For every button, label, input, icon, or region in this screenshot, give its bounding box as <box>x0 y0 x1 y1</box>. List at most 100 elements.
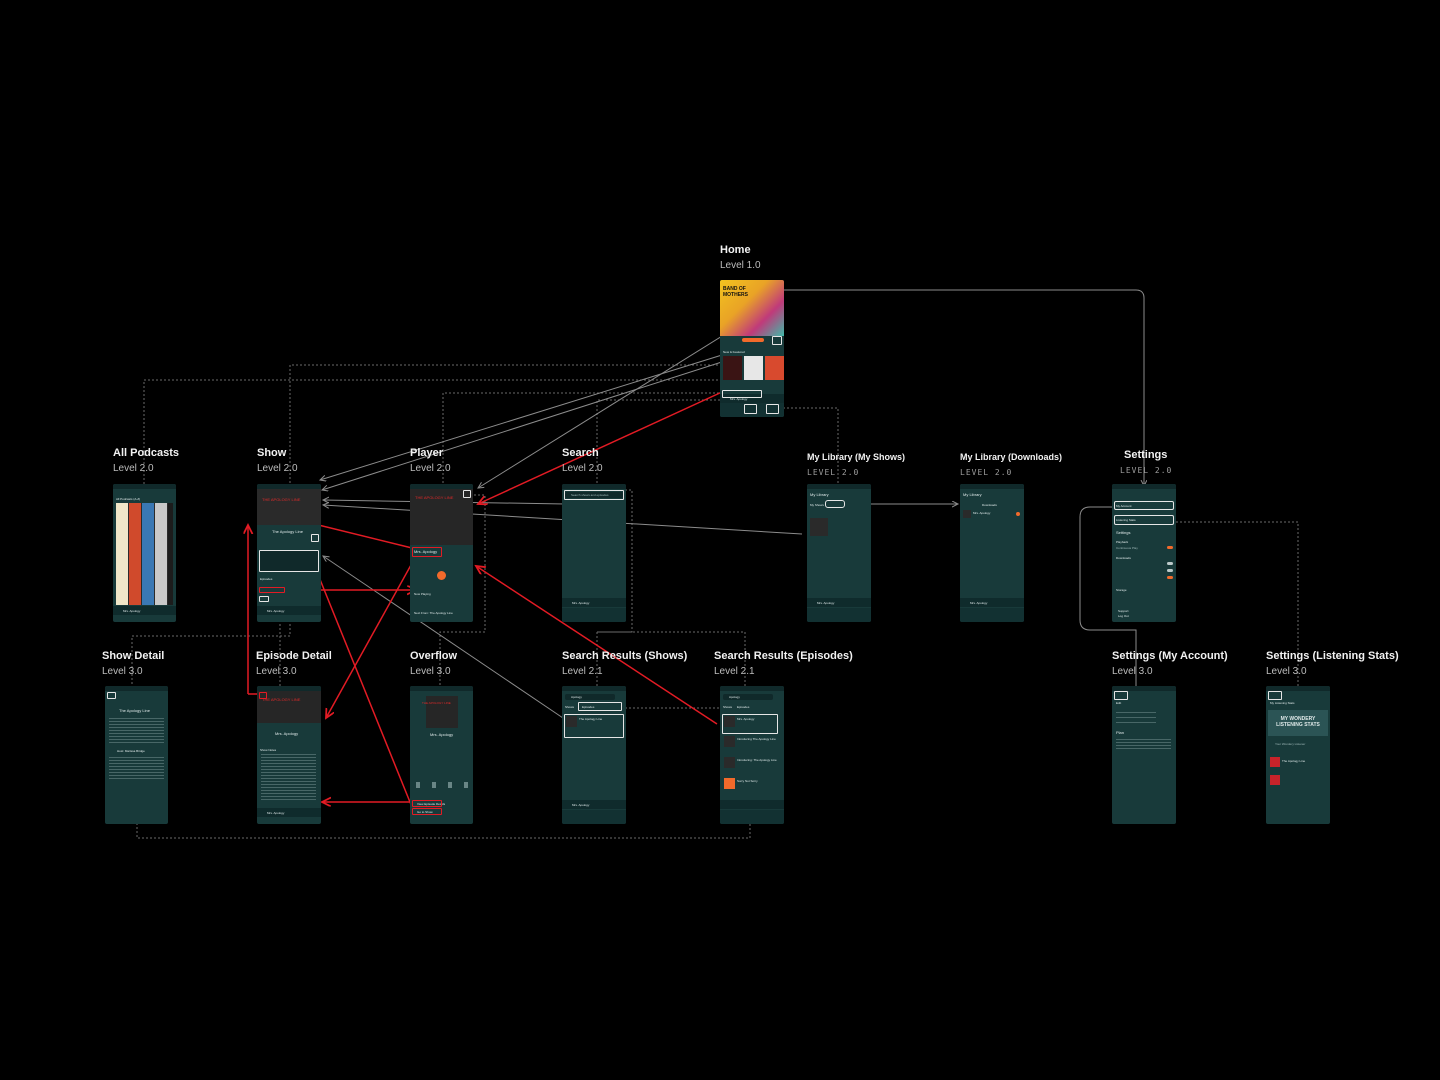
episode-result-title[interactable]: Introducing: The Apology Line <box>737 758 777 762</box>
node-search-results-shows: Search Results (Shows) Level 2.1 <box>562 650 687 678</box>
screen-my-library-downloads[interactable]: My Library Downloads Mrs. Apology Mrs. A… <box>960 484 1024 622</box>
player-next-from: Next From: The Apology Line <box>414 611 453 615</box>
highlight-library-tab <box>766 404 779 414</box>
player-cover-title: THE APOLOGY LINE <box>415 496 453 500</box>
highlight-show-detail-link <box>259 596 269 602</box>
node-title: All Podcasts <box>113 447 179 460</box>
downloads-episode-thumb <box>963 510 971 518</box>
screen-overflow[interactable]: THE APOLOGY LINE Mrs. Apology View Episo… <box>410 686 473 824</box>
home-show-tile[interactable] <box>723 356 742 380</box>
screen-player[interactable]: THE APOLOGY LINE Mrs. Apology Now Playin… <box>410 484 473 622</box>
home-show-tile[interactable] <box>765 356 784 380</box>
home-show-tile[interactable] <box>744 356 763 380</box>
screen-search[interactable]: Search shows and episodes Mrs. Apology <box>562 484 626 622</box>
screen-settings-listening-stats[interactable]: My Listening Stats MY WONDERY LISTENING … <box>1266 686 1330 824</box>
episode-result-title[interactable]: Sorry Not Sorry <box>737 779 758 783</box>
overflow-action-icons[interactable] <box>416 782 468 788</box>
stats-banner-title: MY WONDERY LISTENING STATS <box>1269 716 1327 728</box>
status-bar <box>410 686 473 691</box>
continuous-play-toggle[interactable] <box>1167 546 1173 549</box>
connector-home-show-a <box>320 355 722 480</box>
home-cta-button[interactable] <box>742 338 764 342</box>
results-ep-tab-bar[interactable] <box>720 810 784 824</box>
red-flow-player-episode <box>326 556 416 718</box>
podcast-grid[interactable] <box>116 503 173 605</box>
library-show-tile[interactable] <box>810 518 828 536</box>
highlight-back-button <box>107 692 116 699</box>
results-tab-bar[interactable] <box>562 810 626 824</box>
highlight-view-episode-details <box>412 800 442 807</box>
episode-detail-mini-title: Mrs. Apology <box>267 811 284 815</box>
episode-result-thumb <box>724 778 735 789</box>
downloads-header: My Library <box>963 493 982 497</box>
results-ep-tab-episodes[interactable]: Episodes <box>737 705 749 709</box>
settings-item-support[interactable]: Support <box>1118 609 1129 613</box>
node-show: Show Level 2.0 <box>257 447 298 475</box>
downloads-play-icon[interactable] <box>1016 512 1020 516</box>
account-fields[interactable] <box>1116 712 1156 724</box>
screen-episode-detail[interactable]: THE APOLOGY LINE Mrs. Apology Show Notes… <box>257 686 321 824</box>
library-tab-bar[interactable] <box>807 608 871 622</box>
screen-search-results-episodes[interactable]: Apology Shows Episodes Mrs. Apology Intr… <box>720 686 784 824</box>
episode-result-title[interactable]: Introducing The Apology Line <box>737 737 776 741</box>
screen-search-results-shows[interactable]: Apology Shows Episodes The Apology Line … <box>562 686 626 824</box>
downloads-episode-title[interactable]: Mrs. Apology <box>973 511 990 515</box>
highlight-mini-player <box>722 390 762 398</box>
search-tab-bar[interactable] <box>562 608 626 622</box>
all-podcasts-header: All Podcasts (A-Z) <box>116 497 140 501</box>
node-show-detail: Show Detail Level 3.0 <box>102 650 164 678</box>
episode-detail-episode: Mrs. Apology <box>275 732 298 736</box>
player-play-button[interactable] <box>437 571 446 580</box>
library-header: My Library <box>810 493 829 497</box>
screen-my-library-shows[interactable]: My Library My Shows Mrs. Apology <box>807 484 871 622</box>
search-mini-title: Mrs. Apology <box>572 601 589 605</box>
node-my-library-downloads: My Library (Downloads) LEVEL 2.0 <box>960 451 1062 479</box>
status-bar <box>105 686 168 691</box>
highlight-episode-result <box>722 714 778 734</box>
downloads-tab-bar[interactable] <box>960 608 1024 622</box>
account-edit[interactable]: Edit <box>1116 701 1121 705</box>
library-mini-title: Mrs. Apology <box>817 601 834 605</box>
results-tab-shows[interactable]: Shows <box>565 705 574 709</box>
node-level: Level 2.0 <box>410 463 451 475</box>
settings-item-log-out[interactable]: Log Out <box>1118 614 1129 618</box>
download-toggle[interactable] <box>1167 576 1173 579</box>
stats-header: My Listening Stats <box>1270 701 1295 705</box>
library-tab-my-shows[interactable]: My Shows <box>810 503 824 507</box>
screen-show-detail[interactable]: The Apology Line Host: Marissa Bridge <box>105 686 168 824</box>
screen-settings-my-account[interactable]: Edit Plan <box>1112 686 1176 824</box>
screen-all-podcasts[interactable]: All Podcasts (A-Z) Mrs. Apology <box>113 484 176 622</box>
node-level: LEVEL 2.0 <box>960 467 1062 479</box>
node-level: Level 2.0 <box>113 463 179 475</box>
episode-result-thumb <box>724 757 735 768</box>
show-episodes-tab[interactable]: Episodes <box>260 577 272 581</box>
results-ep-mini-player[interactable] <box>720 800 784 809</box>
home-section-title: New & Featured <box>723 350 745 354</box>
node-level: Level 3.0 <box>410 666 457 678</box>
download-toggle[interactable] <box>1167 562 1173 565</box>
show-detail-host: Host: Marissa Bridge <box>117 749 145 753</box>
node-level: Level 2.1 <box>714 666 853 678</box>
settings-item-downloads: Downloads <box>1116 556 1131 560</box>
node-level: Level 2.0 <box>257 463 298 475</box>
highlight-go-to-show <box>412 808 442 815</box>
download-toggle[interactable] <box>1167 569 1173 572</box>
results-ep-tab-shows[interactable]: Shows <box>723 705 732 709</box>
node-my-library-shows: My Library (My Shows) LEVEL 2.0 <box>807 451 905 479</box>
status-bar <box>807 484 871 489</box>
node-level: Level 2.1 <box>562 666 687 678</box>
screen-show[interactable]: THE APOLOGY LINE The Apology Line Episod… <box>257 484 321 622</box>
settings-item-continuous-play[interactable]: Continuous Play <box>1116 546 1138 550</box>
settings-item-storage: Storage <box>1116 588 1127 592</box>
node-episode-detail: Episode Detail Level 3.0 <box>256 650 332 678</box>
screen-settings[interactable]: My Account Listening Stats Settings Play… <box>1112 484 1176 622</box>
highlight-listening-stats <box>1114 515 1174 525</box>
dotted-connector-home-search <box>597 400 740 484</box>
screen-home[interactable]: BAND OF MOTHERS New & Featured Mrs. Apol… <box>720 280 784 417</box>
connector-home-show-b <box>322 360 728 490</box>
overflow-episode: Mrs. Apology <box>430 733 453 737</box>
show-detail-description <box>109 718 164 744</box>
downloads-tab[interactable]: Downloads <box>982 503 997 507</box>
show-cover-title: THE APOLOGY LINE <box>262 498 300 502</box>
